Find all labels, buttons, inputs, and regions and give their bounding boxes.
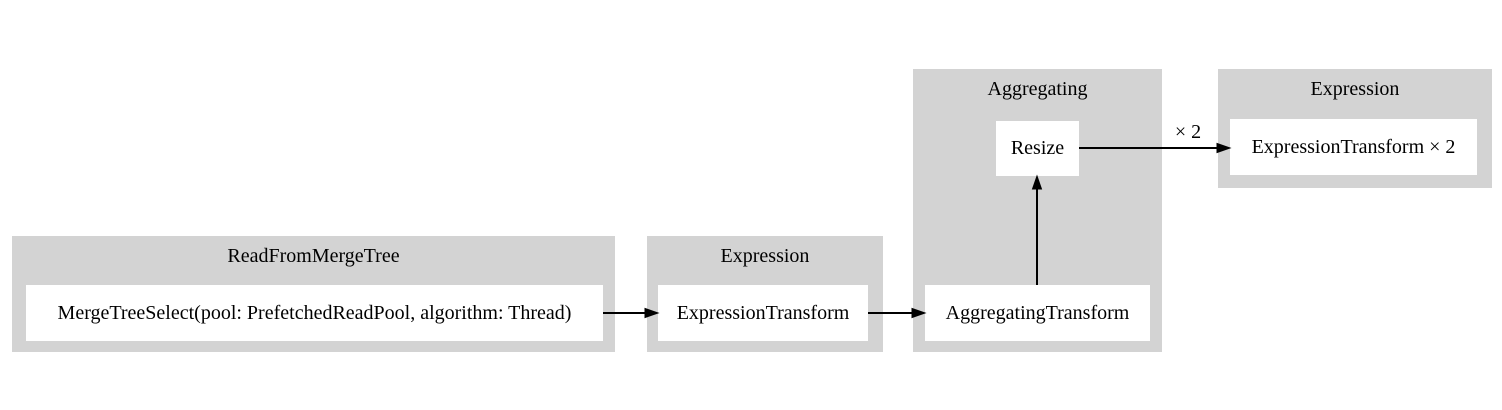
node-resize: Resize [996, 121, 1079, 176]
cluster-title-read-from-merge-tree: ReadFromMergeTree [227, 245, 400, 267]
cluster-aggregating: Aggregating Resize AggregatingTransform [913, 69, 1162, 352]
cluster-expression-2: Expression ExpressionTransform × 2 [1218, 69, 1492, 188]
node-expression-transform: ExpressionTransform [658, 285, 868, 341]
edge-label-x2: × 2 [1174, 121, 1202, 143]
node-expression-transform-x2: ExpressionTransform × 2 [1230, 119, 1477, 175]
cluster-expression-1: Expression ExpressionTransform [647, 236, 883, 352]
node-aggregating-transform: AggregatingTransform [925, 285, 1150, 341]
cluster-title-aggregating: Aggregating [987, 78, 1088, 100]
cluster-read-from-merge-tree: ReadFromMergeTree MergeTreeSelect(pool: … [12, 236, 615, 352]
node-merge-tree-select: MergeTreeSelect(pool: PrefetchedReadPool… [26, 285, 603, 341]
cluster-title-expression-2: Expression [1310, 78, 1400, 100]
cluster-title-expression-1: Expression [720, 245, 810, 267]
